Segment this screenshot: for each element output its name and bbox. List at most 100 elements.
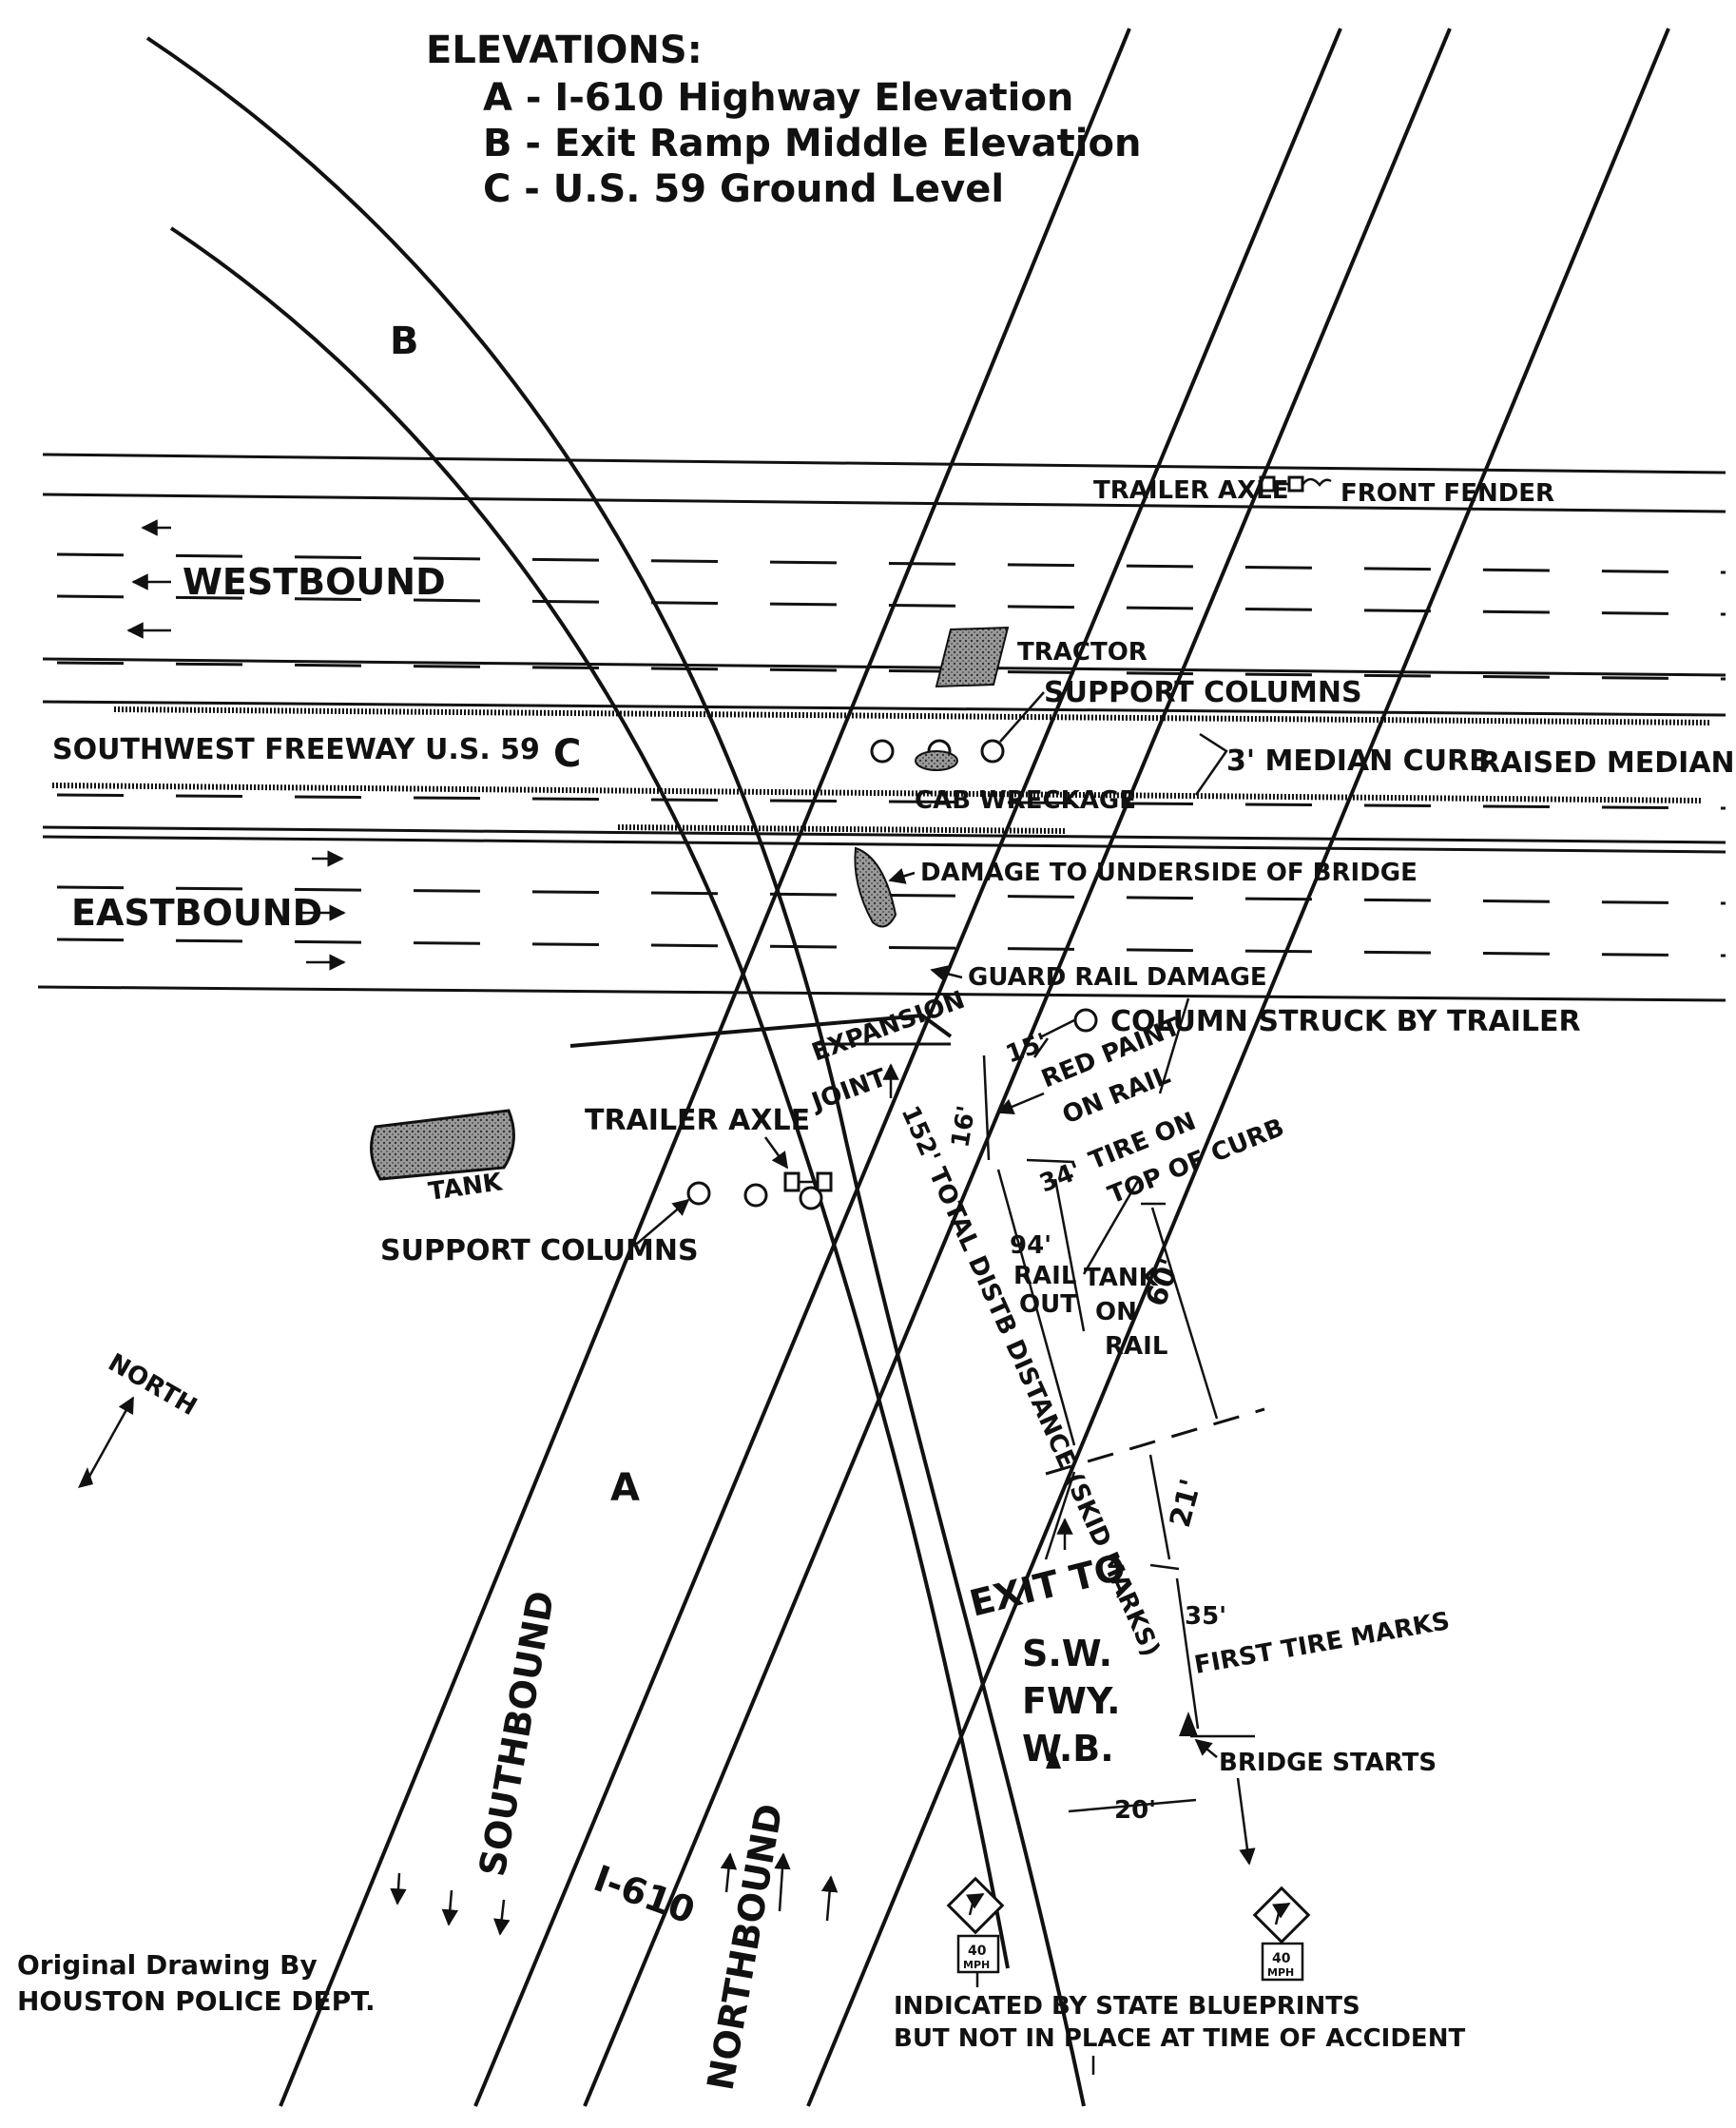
bridge-down-arrow	[1236, 1777, 1256, 1866]
elevation-legend: ELEVATIONS: A - I-610 Highway Elevation …	[426, 29, 1141, 211]
trailer-axle-bottom-leader	[763, 1136, 789, 1170]
support-column-6	[799, 1186, 823, 1210]
total-distance-end-tick	[1116, 1582, 1132, 1598]
tractor-label: TRACTOR	[1017, 638, 1148, 667]
expansion-joint-box	[569, 1013, 953, 1048]
d35-label: 35'	[1185, 1602, 1226, 1631]
guard-rail-label: GUARD RAIL DAMAGE	[968, 963, 1267, 992]
curve-arrow-icon-left	[965, 1892, 985, 1916]
d15-leader	[1032, 1037, 1050, 1058]
zone-letter-c: C	[553, 732, 581, 776]
tank-rail-leader	[1082, 1178, 1141, 1275]
legend-item-b: B - Exit Ramp Middle Elevation	[483, 122, 1141, 165]
support-column-1	[870, 739, 895, 764]
eastbound-group: EASTBOUND	[71, 850, 346, 971]
raised-median-label: RAISED MEDIAN	[1478, 746, 1735, 780]
i610-median-line-1	[473, 28, 1342, 2107]
northbound-arrow-1	[720, 1852, 738, 1893]
guard-rail-leader	[930, 965, 963, 982]
support-columns-top-leader	[999, 691, 1045, 743]
median-south-edge	[42, 825, 1726, 844]
freeway-label: SOUTHWEST FREEWAY U.S. 59	[52, 733, 540, 766]
d35-line	[1175, 1577, 1200, 1730]
speed-value-left: 40	[968, 1944, 987, 1959]
tank-rail-label-1: TANK	[1084, 1264, 1159, 1292]
cab-wreckage-label: CAB WRECKAGE	[915, 786, 1136, 815]
i610-highway	[279, 28, 1670, 2107]
tank-shape	[370, 1109, 515, 1181]
westbound-lane-line	[42, 493, 1726, 513]
speed-unit-right: MPH	[1267, 1966, 1294, 1979]
first-tire-label: FIRST TIRE MARKS	[1192, 1607, 1452, 1680]
southbound-arrow-3	[493, 1899, 511, 1936]
curve-arrow-icon-right	[1271, 1902, 1291, 1925]
legend-title: ELEVATIONS:	[426, 29, 703, 72]
westbound-dashed-lane-2	[56, 594, 1726, 616]
speed-plate-right	[1261, 1942, 1304, 1982]
exit-label-line4: W.B.	[1022, 1728, 1114, 1770]
north-arrow-tail	[78, 1467, 93, 1488]
us59-freeway	[37, 453, 1726, 1002]
trailer-axle-top-icon	[1259, 475, 1332, 493]
speed-sign-right: 40 MPH	[1252, 1886, 1311, 1982]
exit-label-line2: S.W.	[1022, 1633, 1112, 1674]
median-centerline	[56, 793, 1726, 810]
d21-line	[1148, 1454, 1171, 1560]
eastbound-north-edge	[42, 835, 1726, 854]
credit-line1: Original Drawing By	[17, 1949, 318, 1981]
median-north-edge	[42, 700, 1726, 717]
d20-line	[1068, 1798, 1197, 1813]
speed-value-right: 40	[1272, 1951, 1291, 1966]
d34-label: 34'	[1035, 1156, 1085, 1198]
cab-wreckage-shape	[915, 750, 958, 771]
exit-leader	[1044, 1471, 1076, 1560]
trailer-axle-bottom-icon	[783, 1171, 833, 1192]
d16-line	[982, 1054, 991, 1161]
exit-ramp	[145, 36, 1086, 2107]
speed-sign-left: 40 MPH	[946, 1876, 1005, 1987]
support-column-3	[980, 739, 1005, 764]
support-columns-top-label: SUPPORT COLUMNS	[1044, 676, 1362, 709]
curve-warning-sign-left	[946, 1876, 1005, 1935]
north-arrow: NORTH	[78, 1348, 202, 1488]
freeway-north-edge	[42, 453, 1726, 474]
column-struck-label: COLUMN STRUCK BY TRAILER	[1110, 1005, 1581, 1038]
speed-unit-left: MPH	[963, 1959, 990, 1971]
trailer-axle-bottom-label: TRAILER AXLE	[585, 1104, 810, 1137]
southbound-label: SOUTHBOUND	[472, 1588, 563, 1880]
front-fender-label: FRONT FENDER	[1341, 479, 1554, 508]
d16-label: 16'	[946, 1104, 981, 1151]
expansion-label: EXPANSION	[808, 986, 969, 1068]
joint-label: JOINT	[806, 1064, 890, 1118]
north-arrow-icon	[84, 1396, 135, 1484]
legend-item-c: C - U.S. 59 Ground Level	[483, 167, 1004, 211]
bridge-damage-leader	[888, 868, 916, 884]
speed-plate-left	[956, 1934, 1000, 1974]
exit-start-marker	[1046, 1748, 1061, 1769]
median-curb-south	[51, 783, 1703, 803]
blueprint-note-line1: INDICATED BY STATE BLUEPRINTS	[894, 1992, 1360, 2021]
trailer-axle-top-label: TRAILER AXLE	[1093, 476, 1288, 505]
rail-out-label-1: RAIL	[1013, 1262, 1076, 1290]
median-curb-label: 3' MEDIAN CURB	[1226, 745, 1491, 778]
i610-west-edge	[279, 28, 1131, 2107]
median-curb-segment	[617, 824, 1066, 834]
tire-curb-leader	[1158, 997, 1190, 1094]
tank-rail-label-3: RAIL	[1105, 1332, 1167, 1361]
westbound-inner-edge	[42, 657, 1726, 677]
support-columns-bottom-leader	[636, 1198, 690, 1245]
curve-warning-sign-right	[1252, 1886, 1311, 1944]
blueprint-note-line2: BUT NOT IN PLACE AT TIME OF ACCIDENT	[894, 2024, 1465, 2053]
ramp-outer-edge	[145, 36, 1086, 2107]
exit-label-line3: FWY.	[1022, 1680, 1121, 1722]
struck-column	[1073, 1008, 1098, 1033]
d21-tick	[1149, 1563, 1180, 1571]
support-column-4	[686, 1181, 711, 1206]
northbound-arrow-2	[774, 1852, 791, 1912]
support-column-5	[743, 1183, 768, 1208]
i610-median-line-2	[583, 28, 1452, 2107]
westbound-group: WESTBOUND	[126, 519, 446, 639]
westbound-dashed-lane	[56, 552, 1726, 574]
credit-line2: HOUSTON POLICE DEPT.	[17, 1985, 376, 2017]
